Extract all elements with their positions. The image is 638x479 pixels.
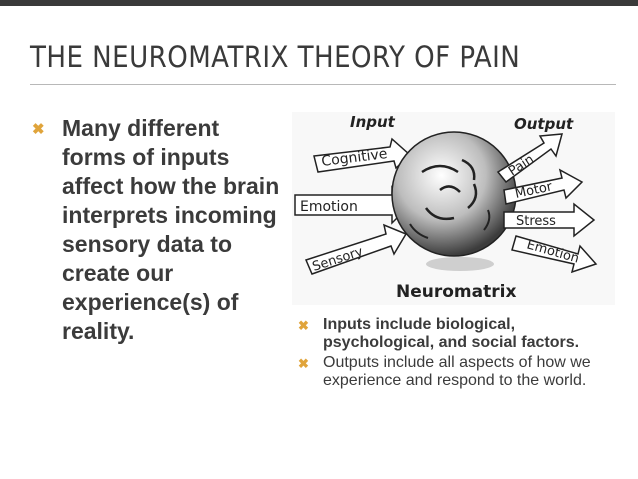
input-arrow-sensory: Sensory — [306, 225, 406, 275]
list-item: ✖ Outputs include all aspects of how we … — [296, 354, 616, 390]
output-arrow-emotion: Emotion — [512, 236, 596, 272]
slide-title: THE NEUROMATRIX THEORY OF PAIN — [30, 40, 520, 74]
title-divider — [30, 84, 616, 85]
bullet-x-icon: ✖ — [32, 120, 45, 138]
left-bullet-text: Many different forms of inputs affect ho… — [62, 114, 282, 346]
list-item-text: Outputs include all aspects of how we ex… — [323, 354, 616, 390]
right-bullet-list: ✖ Inputs include biological, psychologic… — [296, 316, 616, 392]
top-bar — [0, 0, 638, 6]
input-arrow-cognitive: Cognitive — [314, 139, 410, 172]
neuromatrix-label: Neuromatrix — [396, 282, 516, 302]
neuromatrix-diagram-svg: Input Output Cognitive Emotion Sensory — [292, 112, 615, 305]
output-header: Output — [514, 115, 574, 133]
output-arrow-stress: Stress — [504, 204, 594, 236]
list-item-text: Inputs include biological, psychological… — [323, 316, 616, 352]
output-label-emotion: Emotion — [525, 237, 581, 266]
output-arrow-pain: Pain — [498, 134, 562, 182]
output-label-motor: Motor — [514, 179, 555, 202]
neuromatrix-diagram: Input Output Cognitive Emotion Sensory — [292, 112, 615, 305]
bullet-x-icon: ✖ — [298, 318, 309, 334]
bullet-x-icon: ✖ — [298, 356, 309, 372]
input-label-emotion: Emotion — [300, 199, 358, 215]
neuromatrix-sphere — [392, 132, 516, 271]
list-item: ✖ Inputs include biological, psychologic… — [296, 316, 616, 352]
output-label-stress: Stress — [516, 214, 556, 229]
left-bullet: ✖ Many different forms of inputs affect … — [32, 114, 282, 346]
input-header: Input — [350, 113, 396, 131]
